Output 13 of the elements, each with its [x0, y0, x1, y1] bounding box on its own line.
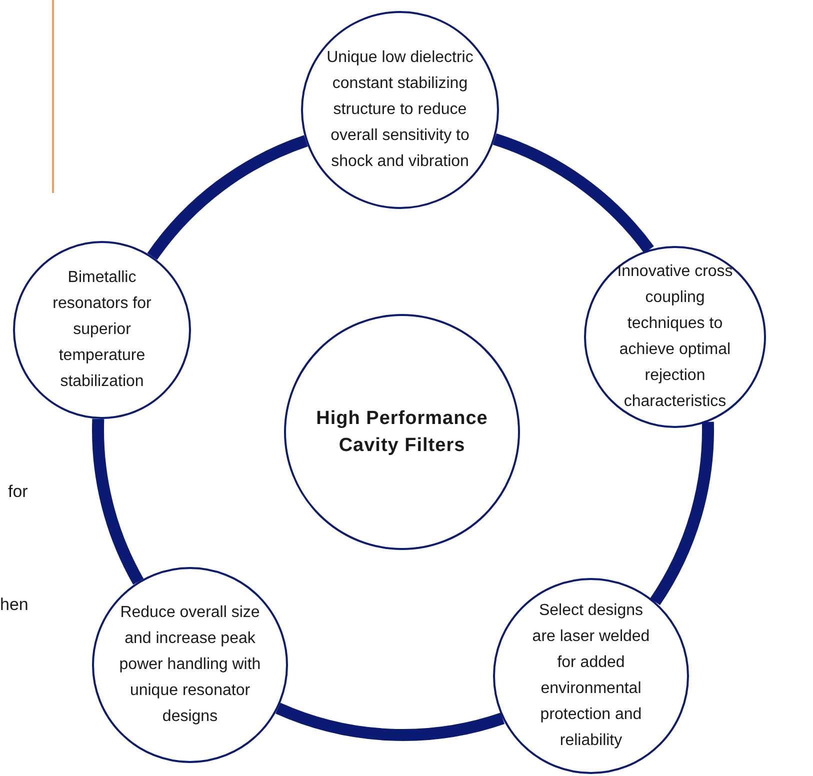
- ring-connector: [147, 135, 308, 260]
- circle-text: Innovative cross coupling techniques to achieve optimal rejection characteristics: [616, 262, 734, 412]
- ring-connector: [92, 418, 144, 584]
- circle-text: Select designs are laser welded for added environmental protection and reliability: [531, 601, 651, 751]
- circle-text: Reduce overall size and increase peak power handling with unique resonator designs: [118, 603, 262, 727]
- ring-connector: [276, 702, 504, 741]
- cut-off-text: hen: [0, 594, 28, 616]
- circle-text: High Performance Cavity Filters: [315, 407, 489, 458]
- circle-text: Unique low dielectric constant stabilizing structure to reduce overall sensitivity to shock and vibration: [326, 48, 474, 172]
- ring-connector: [650, 422, 714, 605]
- ring-connector: [492, 134, 654, 254]
- cut-off-text: for: [8, 481, 28, 503]
- circle-text: Bimetallic resonators for superior temperature stabilization: [52, 268, 152, 392]
